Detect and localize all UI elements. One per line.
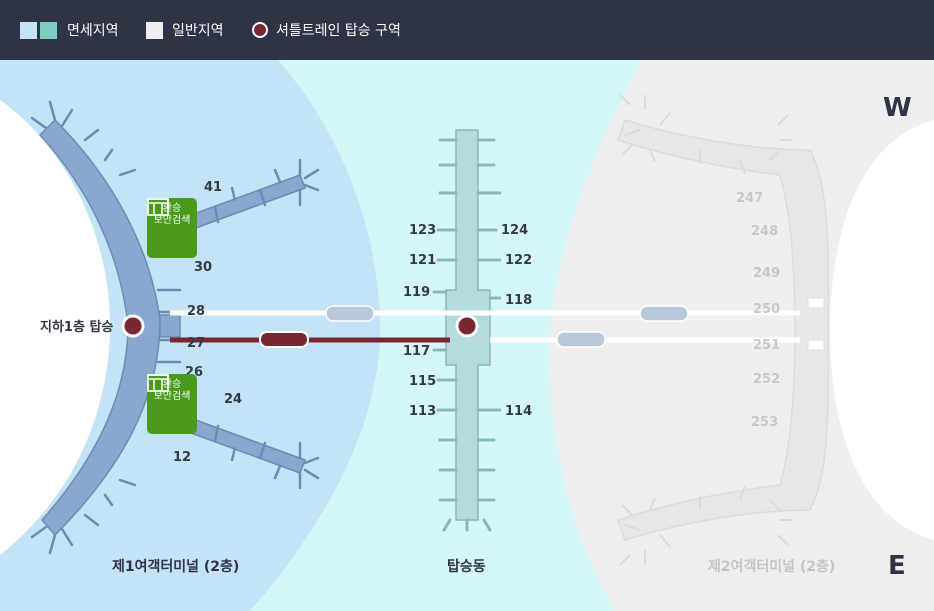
- t1-gate-30[interactable]: 30: [194, 260, 212, 275]
- t2-gate-252: 252: [753, 372, 780, 387]
- train-t1-concourse-idle: [325, 305, 375, 322]
- concourse-gate-114[interactable]: 114: [505, 404, 532, 419]
- t2-fingers: [619, 94, 792, 566]
- t2-gate-250: 250: [753, 302, 780, 317]
- t2-gate-247: 247: [736, 191, 763, 206]
- legend-duty-free: 면세지역: [20, 0, 119, 60]
- concourse-gate-121[interactable]: 121: [409, 253, 436, 268]
- concourse-gate-117[interactable]: 117: [403, 344, 430, 359]
- legend-duty-free-label: 면세지역: [67, 23, 119, 39]
- t1-shuttle-stop-icon[interactable]: [121, 314, 145, 338]
- legend-general-label: 일반지역: [172, 23, 224, 39]
- shuttle-trains: [259, 305, 689, 348]
- shuttle-tracks: [170, 310, 800, 343]
- train-t1-concourse-active: [259, 331, 309, 348]
- t2-gate-253: 253: [751, 415, 778, 430]
- badge-line1: 환승: [162, 203, 182, 214]
- t2-building: [617, 119, 830, 541]
- concourse-gate-119[interactable]: 119: [403, 285, 430, 300]
- shuttle-stop-icon: [252, 22, 268, 38]
- train-t2-concourse-1: [639, 305, 689, 322]
- t2-gates: [807, 297, 825, 351]
- concourse-gate-115[interactable]: 115: [409, 374, 436, 389]
- t2-landside: [830, 120, 934, 540]
- t1-title: 제1여객터미널 (2층): [112, 558, 239, 575]
- t1-underground-label: 지하1층 탑승: [40, 319, 113, 335]
- concourse-gate-122[interactable]: 122: [505, 253, 532, 268]
- airport-map: 지하1층 탑승 41 30 28 27 26 24 12 제1여객터미널 (2층…: [0, 60, 934, 611]
- t1-gate-41[interactable]: 41: [204, 180, 222, 195]
- t1-gate-24[interactable]: 24: [224, 392, 242, 407]
- badge-line2: 보안검색: [153, 391, 191, 402]
- concourse-title: 탑승동: [447, 559, 486, 575]
- security-gate-icon: [147, 374, 169, 392]
- legend-shuttle-label: 셔틀트레인 탑승 구역: [276, 23, 401, 39]
- security-gate-icon: [147, 198, 169, 216]
- t1-gate-28[interactable]: 28: [187, 304, 205, 319]
- concourse-gate-123[interactable]: 123: [409, 223, 436, 238]
- duty-free-swatch-2: [40, 21, 57, 39]
- badge-line2: 보안검색: [153, 215, 191, 226]
- concourse-gate-113[interactable]: 113: [409, 404, 436, 419]
- t1-landside: [0, 100, 110, 555]
- duty-free-swatch-1: [20, 21, 37, 39]
- general-swatch: [146, 21, 163, 39]
- legend-general: 일반지역: [146, 0, 224, 60]
- t2-gate-249: 249: [753, 266, 780, 281]
- t2-gate-251: 251: [753, 338, 780, 353]
- concourse-gate-118[interactable]: 118: [505, 293, 532, 308]
- t1-gate-27[interactable]: 27: [187, 336, 205, 351]
- t2-general-zone: [549, 60, 934, 611]
- map-canvas: 지하1층 탑승 41 30 28 27 26 24 12 제1여객터미널 (2층…: [0, 60, 934, 611]
- legend-bar: 면세지역 일반지역 셔틀트레인 탑승 구역: [0, 0, 934, 60]
- t2-title: 제2여객터미널 (2층): [708, 558, 835, 575]
- compass-west: W: [883, 93, 912, 123]
- t1-gate-12[interactable]: 12: [173, 450, 191, 465]
- badge-line1: 환승: [162, 379, 182, 390]
- legend-shuttle: 셔틀트레인 탑승 구역: [252, 0, 401, 60]
- t2-gate-248: 248: [751, 224, 778, 239]
- compass-east: E: [888, 551, 906, 581]
- concourse-gate-124[interactable]: 124: [501, 223, 528, 238]
- transfer-security-badge-north[interactable]: 환승 보안검색: [147, 198, 197, 258]
- transfer-security-badge-south[interactable]: 환승 보안검색: [147, 374, 197, 434]
- concourse-shuttle-stop-icon[interactable]: [455, 314, 479, 338]
- concourse-stubs: [432, 138, 502, 532]
- train-t2-concourse-2: [556, 331, 606, 348]
